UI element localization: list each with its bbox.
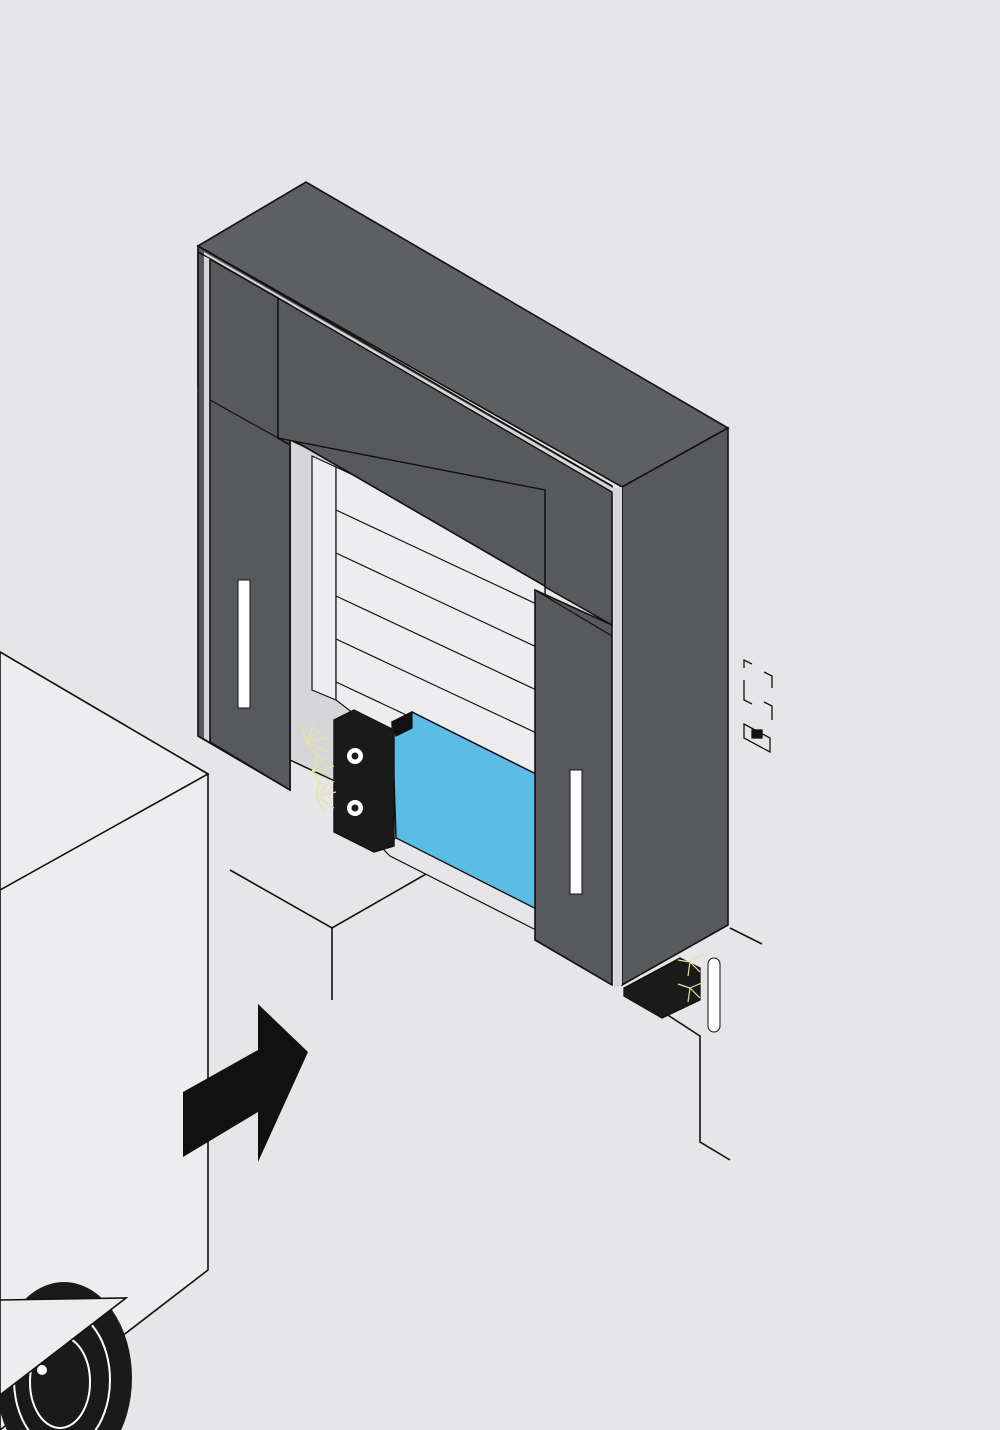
arrow-right-icon — [183, 1004, 308, 1162]
control-box-icon — [743, 658, 773, 754]
truck-icon — [0, 651, 210, 1430]
dock-leveler-icon — [378, 711, 549, 931]
dock-shelter-icon — [196, 181, 730, 988]
dock-bumper-icon — [333, 709, 395, 853]
wheel-chock-icon — [623, 953, 721, 1033]
brush-seal-left — [301, 723, 337, 813]
dock-platform-outline — [229, 865, 763, 1161]
